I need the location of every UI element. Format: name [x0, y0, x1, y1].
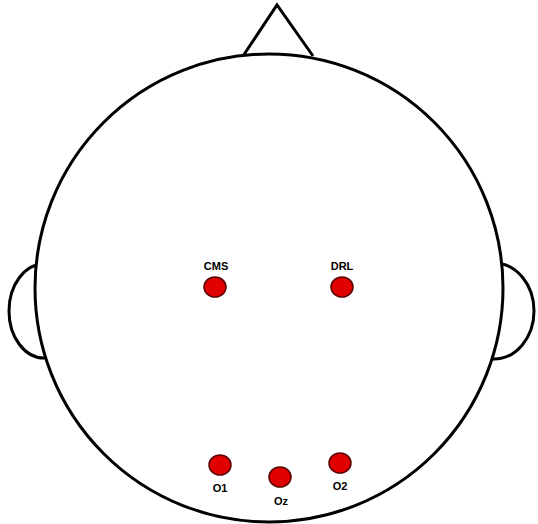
electrode-label: O1	[213, 482, 228, 494]
electrode-label: Oz	[274, 495, 288, 507]
electrode-dot	[331, 277, 353, 297]
nose-outline	[243, 5, 313, 56]
electrode-dot	[209, 455, 231, 475]
electrode-dot	[329, 453, 351, 473]
electrode-label: O2	[333, 480, 348, 492]
electrode-label: DRL	[331, 260, 354, 272]
head-outline	[35, 54, 503, 522]
electrode-dot	[269, 467, 291, 487]
electrode-dot	[204, 277, 226, 297]
electrode-label: CMS	[204, 260, 228, 272]
